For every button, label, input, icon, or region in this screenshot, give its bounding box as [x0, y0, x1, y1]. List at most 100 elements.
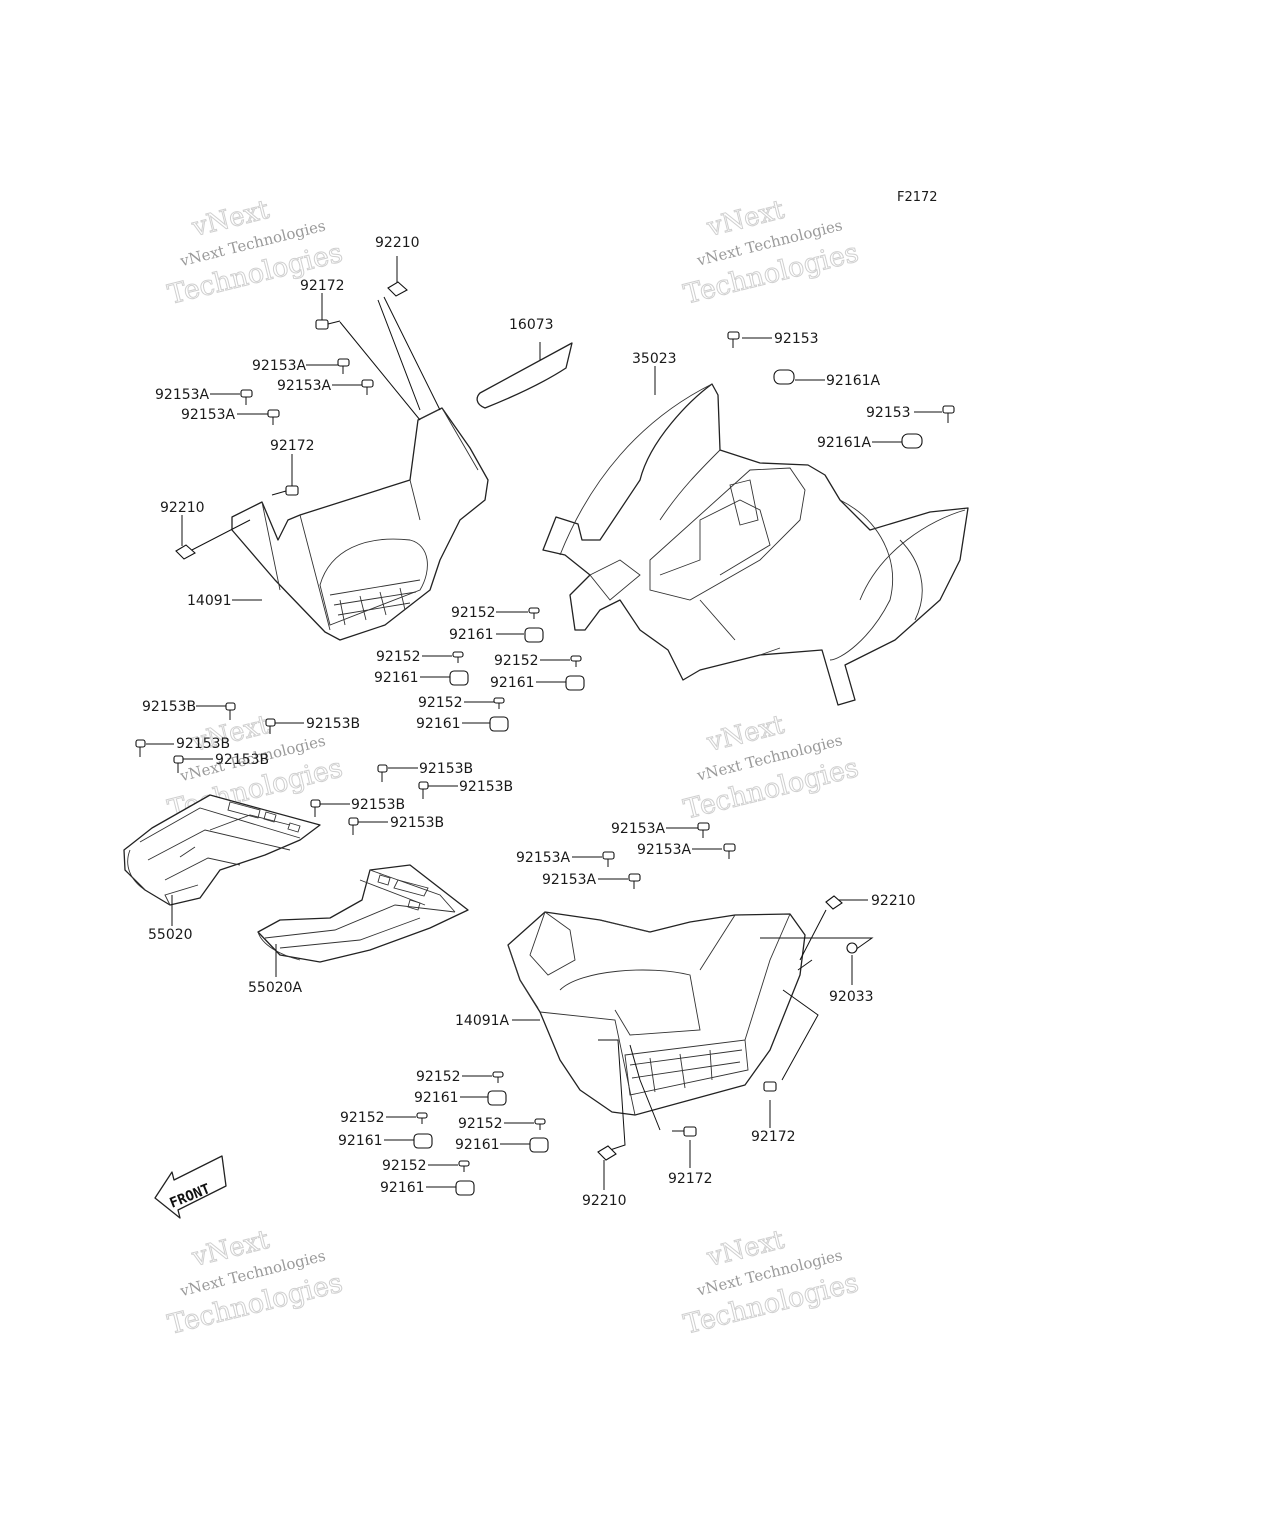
- rivet-icon: [337, 358, 350, 374]
- part-55020A-footpeg-bracket[interactable]: [257, 864, 469, 963]
- screw-icon: [315, 319, 341, 330]
- label-92153B[interactable]: 92153B: [142, 699, 196, 715]
- label-92153A[interactable]: 92153A: [516, 850, 571, 866]
- bolt-icon: [265, 718, 276, 734]
- bumper-icon: [455, 1180, 475, 1196]
- bumper-icon: [413, 1133, 433, 1149]
- part-35023-rear-fender[interactable]: [542, 383, 969, 706]
- clip-icon: [597, 1145, 617, 1161]
- rivet-icon: [240, 389, 253, 405]
- label-92172[interactable]: 92172: [668, 1171, 713, 1187]
- clip-icon: [825, 895, 843, 910]
- label-92153[interactable]: 92153: [866, 405, 911, 421]
- label-14091[interactable]: 14091: [187, 593, 232, 609]
- bolt-icon: [348, 817, 359, 835]
- label-16073[interactable]: 16073: [509, 317, 554, 333]
- label-92210[interactable]: 92210: [582, 1193, 627, 1209]
- label-92172[interactable]: 92172: [751, 1129, 796, 1145]
- label-92210[interactable]: 92210: [375, 235, 420, 251]
- label-92152[interactable]: 92152: [494, 653, 539, 669]
- label-92152[interactable]: 92152: [418, 695, 463, 711]
- rivet-icon: [493, 697, 505, 709]
- part-14091-left-fender[interactable]: [231, 407, 489, 641]
- label-92210[interactable]: 92210: [160, 500, 205, 516]
- rivet-icon: [727, 331, 740, 348]
- rivet-icon: [570, 655, 582, 667]
- label-92161[interactable]: 92161: [338, 1133, 383, 1149]
- label-92161[interactable]: 92161: [416, 716, 461, 732]
- part-16073-decal[interactable]: [476, 342, 573, 409]
- label-92153A[interactable]: 92153A: [155, 387, 210, 403]
- label-92152[interactable]: 92152: [376, 649, 421, 665]
- label-92161[interactable]: 92161: [380, 1180, 425, 1196]
- label-92153B[interactable]: 92153B: [390, 815, 444, 831]
- rivet-icon: [361, 379, 374, 395]
- rivet-icon: [267, 409, 280, 425]
- rivet-icon: [458, 1160, 470, 1172]
- clip-icon: [387, 281, 408, 297]
- part-55020-footpeg-bracket[interactable]: [123, 794, 321, 906]
- diagram-code: F2172: [897, 190, 938, 205]
- label-92153A[interactable]: 92153A: [637, 842, 692, 858]
- label-92172[interactable]: 92172: [300, 278, 345, 294]
- rivet-icon: [416, 1112, 428, 1124]
- watermark-bottom-left: vNext vNext Technologies Technologies: [164, 1224, 346, 1341]
- rivet-icon: [602, 851, 615, 867]
- rivet-icon: [492, 1071, 504, 1083]
- label-92161[interactable]: 92161: [490, 675, 535, 691]
- rivet-icon: [846, 942, 858, 954]
- label-92152[interactable]: 92152: [451, 605, 496, 621]
- label-92152[interactable]: 92152: [382, 1158, 427, 1174]
- front-arrow-icon: FRONT: [154, 1155, 227, 1219]
- screw-icon: [672, 1126, 697, 1137]
- bumper-icon: [524, 627, 544, 643]
- grommet-icon: [901, 433, 923, 449]
- label-92153A[interactable]: 92153A: [611, 821, 666, 837]
- label-92033[interactable]: 92033: [829, 989, 874, 1005]
- label-92153B[interactable]: 92153B: [176, 736, 230, 752]
- label-92153B[interactable]: 92153B: [215, 752, 269, 768]
- watermark-mid-right: vNext vNext Technologies Technologies: [680, 709, 862, 826]
- hardware: [135, 281, 955, 1196]
- bolt-icon: [310, 799, 321, 817]
- label-92153A[interactable]: 92153A: [542, 872, 597, 888]
- label-92161[interactable]: 92161: [455, 1137, 500, 1153]
- screw-icon: [763, 1081, 777, 1092]
- label-92153B[interactable]: 92153B: [351, 797, 405, 813]
- label-55020A[interactable]: 55020A: [248, 980, 303, 996]
- label-92161A[interactable]: 92161A: [826, 373, 881, 389]
- grommet-icon: [773, 369, 795, 385]
- label-92172[interactable]: 92172: [270, 438, 315, 454]
- part-14091A-right-fender[interactable]: [507, 911, 806, 1116]
- label-14091A[interactable]: 14091A: [455, 1013, 510, 1029]
- bolt-icon: [135, 739, 146, 757]
- label-92161[interactable]: 92161: [449, 627, 494, 643]
- label-55020[interactable]: 55020: [148, 927, 193, 943]
- label-92210[interactable]: 92210: [871, 893, 916, 909]
- label-92161[interactable]: 92161: [374, 670, 419, 686]
- label-92152[interactable]: 92152: [340, 1110, 385, 1126]
- part-labels: 92210 92172 16073 92153A 92153A 92153A 9…: [142, 235, 916, 1209]
- rivet-icon: [528, 607, 540, 619]
- label-92153B[interactable]: 92153B: [459, 779, 513, 795]
- label-92161A[interactable]: 92161A: [817, 435, 872, 451]
- label-92153A[interactable]: 92153A: [277, 378, 332, 394]
- rivet-icon: [452, 651, 464, 663]
- label-92153B[interactable]: 92153B: [419, 761, 473, 777]
- label-92152[interactable]: 92152: [458, 1116, 503, 1132]
- watermark-bottom-right: vNext vNext Technologies Technologies: [680, 1224, 862, 1341]
- label-92153A[interactable]: 92153A: [252, 358, 307, 374]
- label-92152[interactable]: 92152: [416, 1069, 461, 1085]
- watermark-top-right: vNext vNext Technologies Technologies: [680, 194, 862, 311]
- rivet-icon: [697, 822, 710, 838]
- label-92161[interactable]: 92161: [414, 1090, 459, 1106]
- label-92153[interactable]: 92153: [774, 331, 819, 347]
- label-92153B[interactable]: 92153B: [306, 716, 360, 732]
- label-35023[interactable]: 35023: [632, 351, 677, 367]
- label-92153A[interactable]: 92153A: [181, 407, 236, 423]
- bolt-icon: [418, 781, 429, 799]
- rivet-icon: [942, 405, 955, 423]
- bumper-icon: [487, 1090, 507, 1106]
- screw-icon: [271, 485, 299, 496]
